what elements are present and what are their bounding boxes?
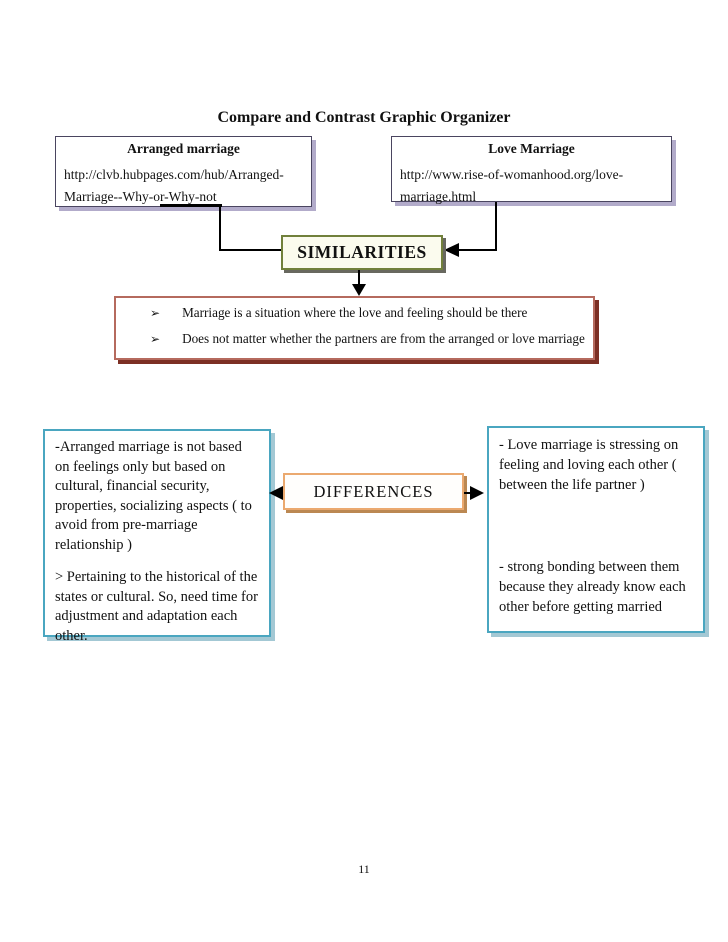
difference-arranged-point: > Pertaining to the historical of the st…: [55, 569, 258, 644]
connector-arranged-vertical: [219, 205, 221, 251]
connector-arranged-stub: [160, 204, 222, 207]
differences-box-love: - Love marriage is stressing on feeling …: [487, 426, 705, 633]
bullet-arrow-icon: ➢: [150, 332, 161, 346]
source-url-love-line2: marriage.html: [400, 189, 477, 204]
connector-love-horizontal: [458, 249, 497, 251]
connector-differences-right: [464, 492, 473, 494]
similarities-label: SIMILARITIES: [297, 242, 427, 262]
page-number: 11: [358, 862, 370, 876]
similarities-list-box: ➢ Marriage is a situation where the love…: [114, 296, 595, 360]
arrowhead-left-into-arranged-icon: [269, 486, 283, 500]
difference-arranged-point: -Arranged marriage is not based on feeli…: [55, 439, 252, 553]
arrowhead-right-into-love-icon: [470, 486, 484, 500]
source-box-arranged-title: Arranged marriage: [127, 141, 240, 156]
source-box-arranged-marriage: Arranged marriage http://clvb.hubpages.c…: [55, 136, 312, 207]
connector-arranged-horizontal: [219, 249, 281, 251]
source-url-arranged-line1: http://clvb.hubpages.com/hub/Arranged-: [64, 167, 284, 182]
similarity-item-text: Does not matter whether the partners are…: [182, 331, 585, 346]
list-item: ➢ Marriage is a situation where the love…: [150, 305, 587, 321]
source-box-love-marriage: Love Marriage http://www.rise-of-womanho…: [391, 136, 672, 204]
source-url-love-line1: http://www.rise-of-womanhood.org/love-: [400, 167, 624, 182]
connector-love-vertical: [495, 202, 497, 251]
differences-label: DIFFERENCES: [313, 481, 434, 501]
similarities-box: SIMILARITIES: [281, 235, 443, 270]
similarity-item-text: Marriage is a situation where the love a…: [182, 305, 528, 320]
arrowhead-down-into-bullets-icon: [352, 284, 366, 296]
connector-similarities-down: [358, 270, 360, 285]
arrowhead-left-into-similarities-icon: [444, 243, 459, 257]
source-url-arranged-line2: Marriage--Why-or-Why-not: [64, 189, 217, 204]
bullet-arrow-icon: ➢: [150, 306, 161, 320]
differences-box-arranged: -Arranged marriage is not based on feeli…: [43, 429, 271, 644]
page-title: Compare and Contrast Graphic Organizer: [217, 109, 511, 126]
source-box-love-title: Love Marriage: [488, 141, 575, 156]
differences-box: DIFFERENCES: [283, 473, 464, 510]
list-item: ➢ Does not matter whether the partners a…: [150, 331, 587, 347]
difference-love-point: - Love marriage is stressing on feeling …: [499, 437, 679, 493]
difference-love-point: - strong bonding between them because th…: [499, 559, 686, 615]
